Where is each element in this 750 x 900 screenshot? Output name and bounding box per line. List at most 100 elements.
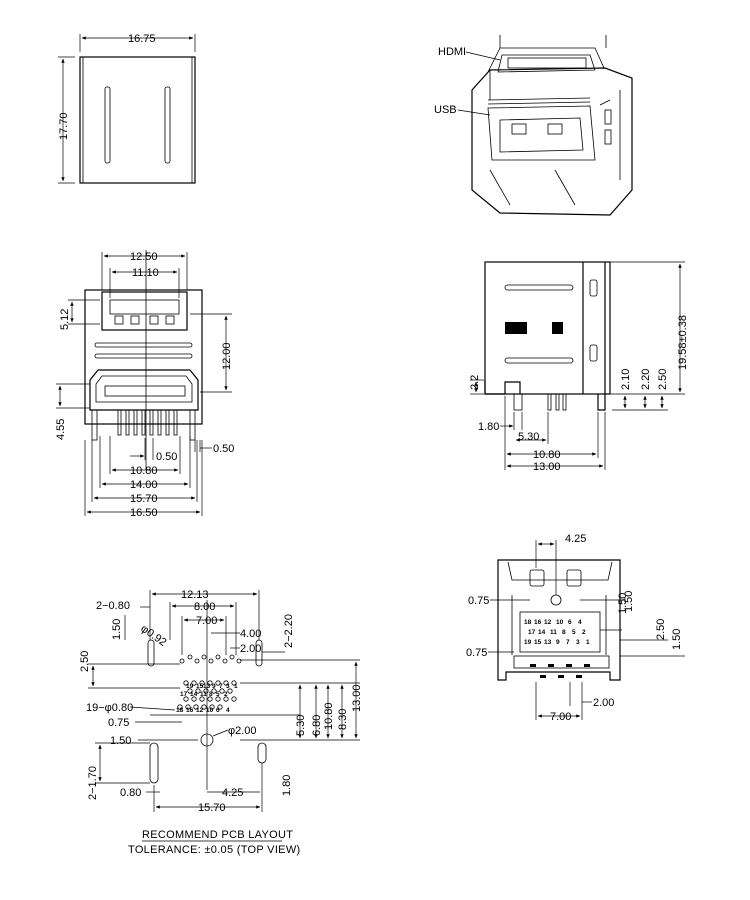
svg-text:1: 1 — [586, 639, 590, 646]
svg-text:14: 14 — [538, 629, 546, 636]
pcb-pin-hole — [191, 680, 197, 686]
svg-text:19: 19 — [524, 639, 532, 646]
pcb-d075-label: 0.75 — [108, 717, 129, 729]
pcb-pin-hole — [185, 704, 191, 710]
pcb-pin-hole — [203, 688, 209, 694]
pcb-d400-label: 4.00 — [240, 628, 261, 640]
pcb-pin-hole — [215, 680, 221, 686]
pcb-pin-hole — [215, 696, 221, 702]
pcb-pin-hole — [195, 688, 201, 694]
pcb-pin-hole — [187, 688, 193, 694]
svg-text:18: 18 — [524, 619, 532, 626]
svg-text:4: 4 — [226, 707, 230, 714]
usb-height-label: 5.12 — [59, 309, 71, 330]
side-d1080-label: 10.80 — [533, 449, 561, 461]
w4-label: 16.50 — [130, 507, 158, 519]
pcb-phi200-label: φ2.00 — [228, 725, 257, 737]
pcb-pin-hole — [183, 696, 189, 702]
side-d210-label: 2.10 — [620, 369, 632, 390]
pin-width-label: 0.50 — [213, 443, 234, 455]
pcb-d250-label: 2.50 — [79, 651, 91, 672]
svg-text:11: 11 — [200, 691, 207, 698]
side-d180-label: 1.80 — [478, 421, 499, 433]
svg-text:18: 18 — [176, 707, 184, 714]
pcb-d425-label: 4.25 — [222, 787, 243, 799]
svg-text:2: 2 — [224, 691, 228, 698]
rear-d150b-label: 1.50 — [617, 593, 629, 614]
pcb-d1213-label: 12.13 — [181, 589, 209, 601]
caption-tolerance: TOLERANCE: ±0.05 (TOP VIEW) — [128, 844, 300, 856]
side-d1300-label: 13.00 — [533, 461, 561, 473]
pcb-d1300-label: 13.00 — [351, 684, 363, 712]
pcb-pin-hole — [183, 680, 189, 686]
svg-text:13: 13 — [544, 639, 552, 646]
pcb-two080-label: 2−0.80 — [96, 600, 130, 612]
pcb-d700-label: 7.00 — [196, 615, 217, 627]
pcb-pin-hole — [217, 704, 223, 710]
lower-right-slot — [257, 742, 267, 764]
center-hole — [200, 733, 214, 747]
svg-text:2: 2 — [582, 629, 586, 636]
top-view-body — [79, 56, 196, 184]
pcb-pin-hole — [207, 680, 213, 686]
w2-label: 14.00 — [130, 479, 158, 491]
svg-text:6: 6 — [568, 619, 572, 626]
pcb-pin-hole — [211, 688, 217, 694]
rear-d200-label: 2.00 — [593, 697, 614, 709]
top-view: 16.75 17.70 — [58, 33, 196, 184]
pcb-pin-hole — [201, 704, 207, 710]
svg-text:10: 10 — [206, 707, 214, 714]
pcb-pin-hole — [177, 704, 183, 710]
pcb-pin-hole — [199, 696, 205, 702]
pcb-two170-label: 2−1.70 — [87, 766, 99, 800]
side-view: 19.58±0.38 2.10 2.20 2.50 2.2 1.80 5.30 … — [469, 261, 689, 473]
pcb-d1570-label: 15.70 — [198, 802, 226, 814]
svg-text:14: 14 — [190, 691, 198, 698]
svg-text:4: 4 — [578, 619, 582, 626]
side-d530-label: 5.30 — [518, 431, 539, 443]
svg-text:8: 8 — [562, 629, 566, 636]
pcb-d830-label: 8.30 — [337, 709, 349, 730]
side-total-height-label: 19.58±0.38 — [677, 315, 689, 370]
svg-text:17: 17 — [528, 629, 536, 636]
isometric-view: HDMI USB — [434, 35, 633, 216]
svg-text:13: 13 — [203, 683, 211, 690]
svg-text:9: 9 — [556, 639, 560, 646]
rear-d075b-label: 0.75 — [466, 647, 487, 659]
pcb-d150-label: 1.50 — [111, 619, 123, 640]
w1-label: 10.80 — [130, 465, 158, 477]
svg-text:7: 7 — [219, 683, 223, 690]
pcb-pin-hole — [223, 696, 229, 702]
svg-text:12: 12 — [196, 707, 204, 714]
pcb-d150b-label: 1.50 — [110, 735, 131, 747]
svg-text:15: 15 — [534, 639, 542, 646]
svg-text:6: 6 — [216, 707, 220, 714]
svg-text:15: 15 — [196, 683, 204, 690]
pcb-pin-hole — [209, 704, 215, 710]
svg-text:19: 19 — [186, 683, 194, 690]
rear-d150c-label: 1.50 — [671, 629, 683, 650]
svg-text:10: 10 — [556, 619, 564, 626]
pcb-pin-hole — [191, 696, 197, 702]
svg-text:1: 1 — [234, 683, 238, 690]
pcb-pin-hole — [193, 704, 199, 710]
side-d250-label: 2.50 — [657, 369, 669, 390]
pcb-d1080-label: 10.80 — [323, 702, 335, 730]
hdmi-callout: HDMI — [438, 46, 466, 58]
svg-text:11: 11 — [550, 629, 557, 636]
top-width-label: 16.75 — [128, 33, 156, 45]
front-view: 12.50 11.10 5.12 12.00 4.55 0.50 0.50 10… — [55, 250, 234, 519]
side-d220-label: 2.20 — [640, 369, 652, 390]
pcb-d800-label: 8.00 — [194, 601, 215, 613]
caption: RECOMMEND PCB LAYOUT TOLERANCE: ±0.05 (T… — [128, 829, 300, 856]
svg-text:7: 7 — [566, 639, 570, 646]
pcb-pin-hole — [223, 680, 229, 686]
pcb-d180-label: 1.80 — [281, 775, 293, 796]
hdmi-height-label: 4.55 — [55, 419, 67, 440]
svg-text:12: 12 — [544, 619, 552, 626]
pcb-d200-label: 2.00 — [240, 643, 261, 655]
pcb-pin-hole — [207, 696, 213, 702]
top-height-label: 17.70 — [58, 112, 70, 140]
